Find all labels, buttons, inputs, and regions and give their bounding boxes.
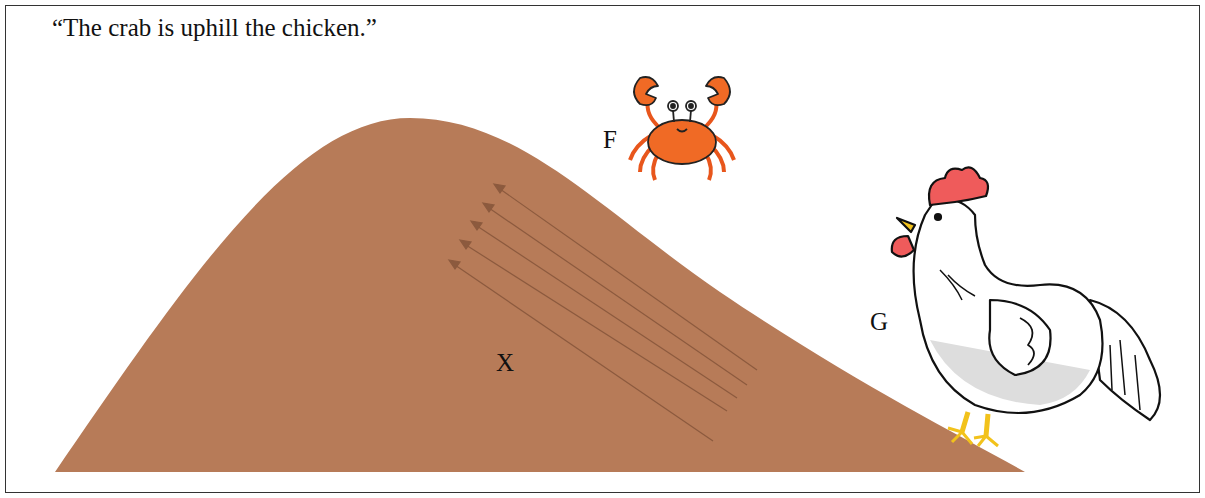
slope-arrows [449, 184, 757, 441]
point-label: G [870, 308, 888, 336]
point-label: F [603, 126, 617, 154]
point-label: X [496, 349, 514, 377]
hill [55, 118, 1025, 472]
frame [6, 6, 1200, 493]
caption: “The crab is uphill the chicken.” [52, 14, 377, 42]
crab [630, 77, 734, 180]
chicken [892, 167, 1160, 446]
